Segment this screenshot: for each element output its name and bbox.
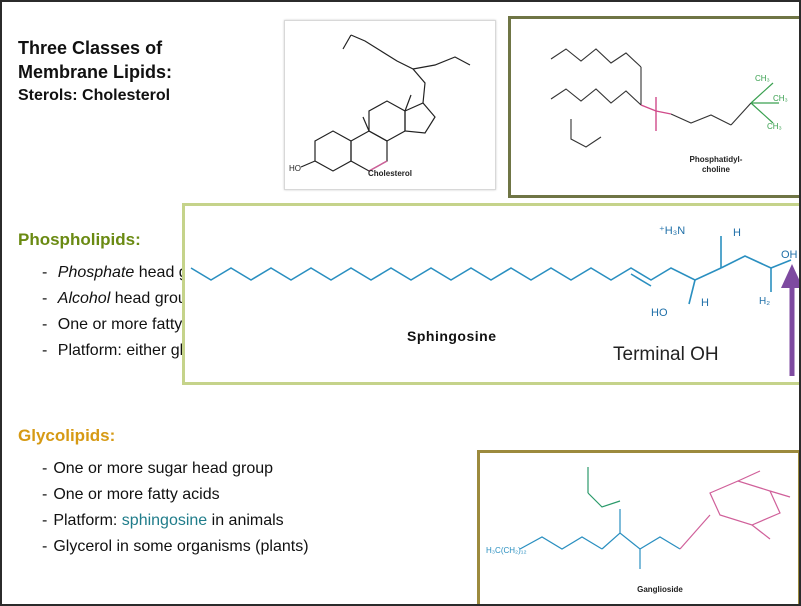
sphingosine-label-nh3: ⁺H₃N — [659, 225, 685, 237]
ganglioside-drawing: H₃C(CH₂)₁₂ — [486, 467, 791, 569]
sphingosine-label-h2: H₂ — [759, 296, 770, 307]
phosphatidylcholine-caption-line-2: choline — [701, 165, 730, 174]
phosphatidylcholine-drawing: CH₃ CH₃ CH₃ — [550, 48, 788, 148]
sphingosine-label-h-top: H — [733, 227, 741, 239]
title-line-3: Sterols: Cholesterol — [18, 87, 171, 104]
phosphatidylcholine-structure: CH₃ CH₃ CH₃ Phosphatidyl- choline — [508, 16, 799, 198]
phosphatidylcholine-caption: Phosphatidyl- choline — [651, 155, 781, 175]
sphingosine-structure: ⁺H₃N H H HO OH H₂ Sphingosine Terminal O… — [182, 203, 799, 385]
phospholipids-heading: Phospholipids: — [18, 230, 141, 249]
title-line-2: Membrane Lipids: — [18, 62, 173, 82]
svg-text:HO: HO — [289, 164, 301, 173]
sphingosine-caption: Sphingosine — [407, 328, 497, 344]
sphingosine-drawing: ⁺H₃N H H HO OH H₂ — [190, 225, 799, 376]
ganglioside-caption: Ganglioside — [637, 585, 683, 594]
glycolipid-bullet-1: -One or more sugar head group — [42, 460, 274, 477]
svg-text:CH₃: CH₃ — [767, 122, 782, 131]
sphingosine-label-ho: HO — [651, 307, 668, 319]
glycolipids-list: -One or more sugar head group -One or mo… — [42, 456, 309, 560]
svg-text:CH₃: CH₃ — [755, 74, 770, 83]
slide-title: Three Classes of Membrane Lipids: Sterol… — [18, 36, 172, 108]
svg-text:H₃C(CH₂)₁₂: H₃C(CH₂)₁₂ — [486, 546, 527, 555]
glycolipid-bullet-3: -Platform: sphingosine in animals — [42, 512, 284, 529]
arrow-up-icon — [781, 264, 799, 288]
glycolipids-heading: Glycolipids: — [18, 426, 116, 445]
ganglioside-structure: H₃C(CH₂)₁₂ Ganglioside — [477, 450, 799, 604]
cholesterol-drawing: HO — [289, 34, 471, 173]
cholesterol-structure: HO Cholesterol — [284, 20, 496, 190]
terminal-oh-annotation: Terminal OH — [613, 344, 719, 365]
glycolipid-bullet-4: -Glycerol in some organisms (plants) — [42, 538, 309, 555]
sphingosine-label-oh: OH — [781, 249, 798, 261]
title-line-1: Three Classes of — [18, 38, 163, 58]
phospholipid-bullet-2: - Alcohol head group — [42, 290, 196, 307]
sphingosine-highlight: sphingosine — [121, 512, 208, 529]
cholesterol-caption: Cholesterol — [367, 169, 412, 178]
sphingosine-label-h-mid: H — [701, 297, 709, 309]
glycolipid-bullet-2: -One or more fatty acids — [42, 486, 220, 503]
svg-text:CH₃: CH₃ — [773, 94, 788, 103]
phosphatidylcholine-caption-line-1: Phosphatidyl- — [689, 155, 743, 164]
